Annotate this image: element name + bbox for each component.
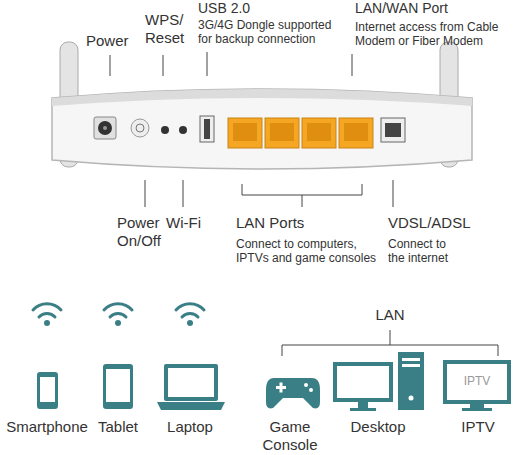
callout-label: Smartphone	[2, 418, 92, 436]
callout-label: USB 2.0	[198, 0, 328, 17]
callout-label: 3G/4G Dongle supported for backup connec…	[198, 18, 346, 47]
callout-label: Tablet	[88, 418, 148, 436]
callout-label: Connect to the internet	[388, 237, 463, 266]
callout-label: Power On/Off	[117, 214, 167, 250]
callout-label: Internet access from Cable Modem or Fibe…	[355, 20, 518, 49]
callout-label: LAN Ports	[236, 214, 376, 232]
callout-label: Power	[86, 32, 146, 50]
callout-label: LAN/WAN Port	[355, 0, 515, 17]
callout-label: VDSL/ADSL	[388, 214, 508, 232]
callout-label: Desktop	[343, 418, 413, 436]
callout-label: Wi-Fi	[166, 214, 216, 232]
callout-label: IPTV	[448, 418, 508, 436]
callout-label: Connect to computers, IPTVs and game con…	[236, 237, 386, 266]
callout-label: IPTV	[447, 374, 507, 388]
callout-label: Game Console	[258, 418, 322, 454]
callout-label: WPS/ Reset	[145, 11, 187, 47]
callout-label: LAN	[365, 306, 415, 324]
callout-label: Laptop	[155, 418, 225, 436]
